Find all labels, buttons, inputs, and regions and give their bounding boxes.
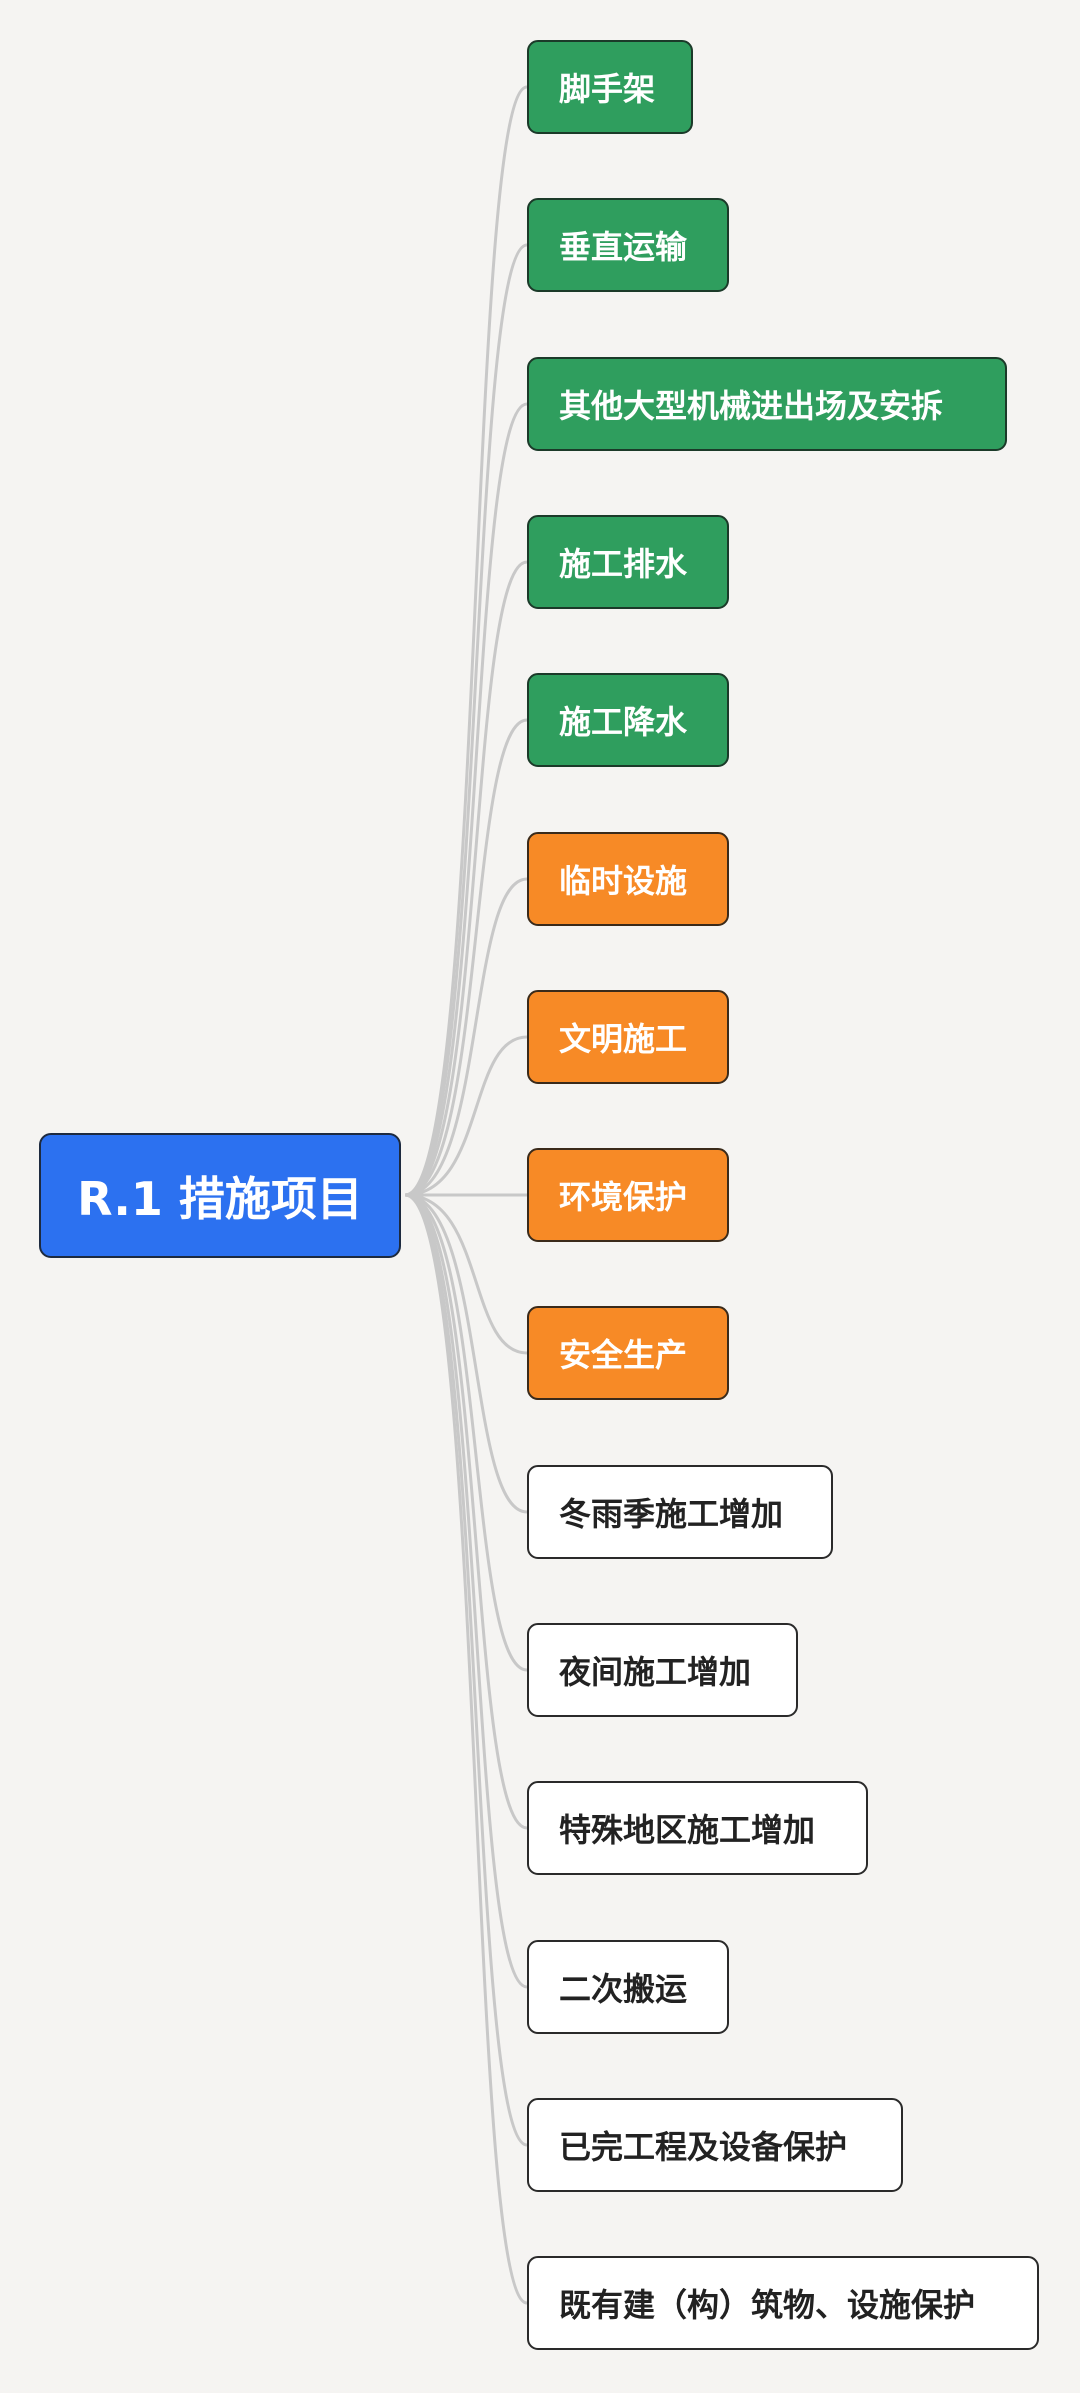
connector-line [404, 718, 528, 1197]
connector-line [404, 1193, 528, 1672]
connector-line [404, 1193, 528, 2305]
child-node-secondary-handling[interactable]: 二次搬运 [527, 1940, 729, 2034]
connector-line [404, 243, 528, 1197]
root-node[interactable]: R.1 措施项目 [39, 1133, 401, 1258]
connector-line [404, 1193, 528, 1989]
child-node-winter-rainy-season[interactable]: 冬雨季施工增加 [527, 1465, 833, 1559]
child-node-civilized-construction[interactable]: 文明施工 [527, 990, 729, 1084]
child-node-special-area[interactable]: 特殊地区施工增加 [527, 1781, 868, 1875]
connector-line [404, 402, 528, 1197]
connector-line [404, 1193, 528, 2147]
connector-line [404, 877, 528, 1197]
connector-line [404, 1035, 528, 1197]
connector-line [404, 85, 528, 1197]
child-node-dewatering[interactable]: 施工降水 [527, 673, 729, 767]
child-node-construction-drainage[interactable]: 施工排水 [527, 515, 729, 609]
child-node-large-machinery[interactable]: 其他大型机械进出场及安拆 [527, 357, 1007, 451]
child-node-existing-structure-protection[interactable]: 既有建（构）筑物、设施保护 [527, 2256, 1039, 2350]
connector-line [404, 1193, 528, 1830]
child-node-vertical-transport[interactable]: 垂直运输 [527, 198, 729, 292]
child-node-scaffolding[interactable]: 脚手架 [527, 40, 693, 134]
child-node-completed-work-protection[interactable]: 已完工程及设备保护 [527, 2098, 903, 2192]
connector-line [404, 1193, 528, 1514]
child-node-temporary-facilities[interactable]: 临时设施 [527, 832, 729, 926]
child-node-environmental-protection[interactable]: 环境保护 [527, 1148, 729, 1242]
connector-line [404, 560, 528, 1197]
child-node-night-construction[interactable]: 夜间施工增加 [527, 1623, 798, 1717]
child-node-safety-production[interactable]: 安全生产 [527, 1306, 729, 1400]
connector-line [404, 1193, 528, 1355]
